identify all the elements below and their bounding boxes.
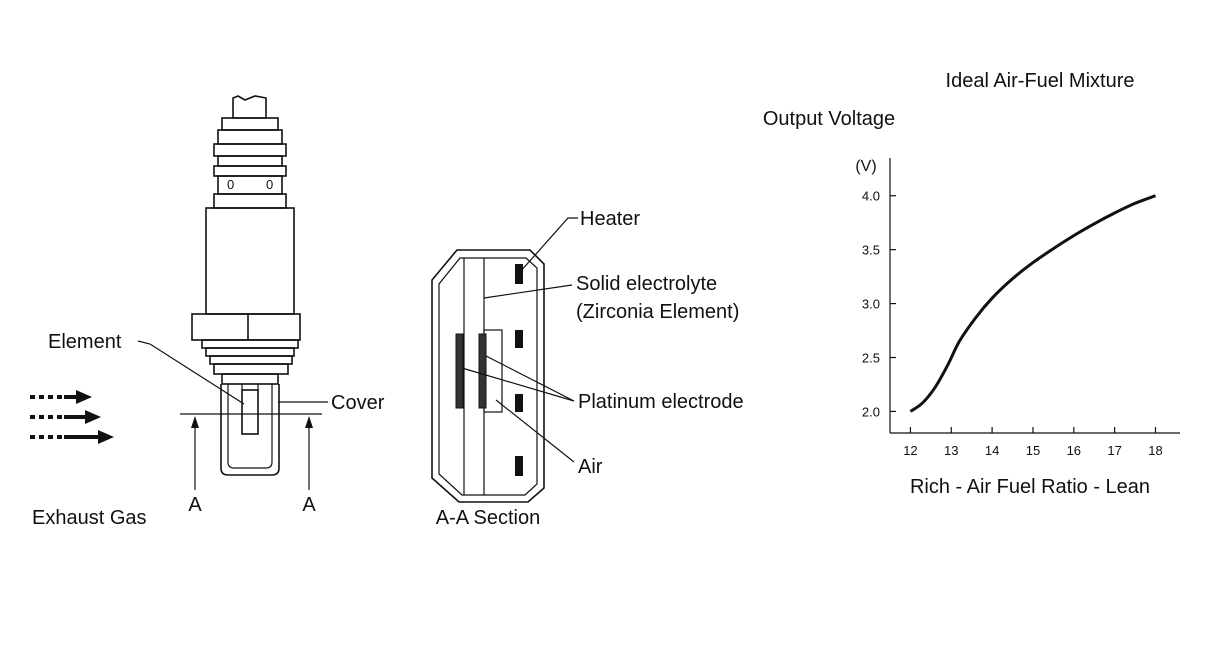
exhaust-gas-label: Exhaust Gas xyxy=(32,507,147,529)
heater-label: Heater xyxy=(580,208,640,230)
y-tick-label: 2.5 xyxy=(862,351,880,366)
electrolyte-label-line2: (Zirconia Element) xyxy=(576,301,739,323)
y-tick-label: 2.0 xyxy=(862,404,880,419)
section-mark-left: A xyxy=(188,494,202,516)
x-tick-label: 17 xyxy=(1107,443,1121,458)
y-axis-label: Output Voltage xyxy=(763,108,895,130)
element-leader xyxy=(137,340,245,405)
y-tick-label: 3.0 xyxy=(862,297,880,312)
outer-electrode xyxy=(455,333,464,409)
inner-electrode xyxy=(478,333,487,409)
heater-bar-2 xyxy=(515,330,523,348)
x-tick-label: 13 xyxy=(944,443,958,458)
exhaust-arrow-2 xyxy=(30,410,101,424)
port-mark-left: 0 xyxy=(227,177,234,192)
section-caption: A-A Section xyxy=(436,507,541,529)
air-leader xyxy=(495,399,575,463)
x-tick-label: 16 xyxy=(1067,443,1081,458)
electrode-label: Platinum electrode xyxy=(578,391,744,413)
electrolyte-label-line1: Solid electrolyte xyxy=(576,273,717,295)
section-arrow-right xyxy=(305,416,313,490)
electrolyte-leader xyxy=(483,284,573,299)
element-label: Element xyxy=(48,331,122,353)
heater-leader xyxy=(519,217,578,273)
x-axis-label: Rich - Air Fuel Ratio - Lean xyxy=(910,476,1150,498)
output-voltage-chart: Ideal Air-Fuel Mixture Output Voltage (V… xyxy=(763,70,1180,498)
heater-bar-1 xyxy=(515,264,523,284)
air-chamber xyxy=(483,329,503,413)
voltage-curve xyxy=(909,194,1157,413)
x-tick-label: 15 xyxy=(1026,443,1040,458)
electrode-leader-inner xyxy=(485,355,575,402)
oxygen-sensor: 0 0 xyxy=(191,95,301,476)
electrode-leader-outer xyxy=(461,367,575,402)
heater-bar-4 xyxy=(515,456,523,476)
x-tick-label: 18 xyxy=(1148,443,1162,458)
exhaust-flow-arrows xyxy=(30,390,114,444)
exhaust-arrow-1 xyxy=(30,390,92,404)
y-axis-unit: (V) xyxy=(855,158,876,175)
x-tick-label: 14 xyxy=(985,443,999,458)
heater-bar-3 xyxy=(515,394,523,412)
chart-title: Ideal Air-Fuel Mixture xyxy=(946,70,1135,92)
section-mark-right: A xyxy=(302,494,316,516)
x-tick-label: 12 xyxy=(903,443,917,458)
port-mark-right: 0 xyxy=(266,177,273,192)
y-tick-label: 4.0 xyxy=(862,189,880,204)
section-arrow-left xyxy=(191,416,199,490)
chart-ticks: 2.0 2.5 3.0 3.5 4.0 12 13 14 15 16 17 18 xyxy=(862,189,1163,458)
exhaust-arrow-3 xyxy=(30,430,114,444)
air-label: Air xyxy=(578,456,603,478)
y-tick-label: 3.5 xyxy=(862,243,880,258)
cover-label: Cover xyxy=(331,392,385,414)
